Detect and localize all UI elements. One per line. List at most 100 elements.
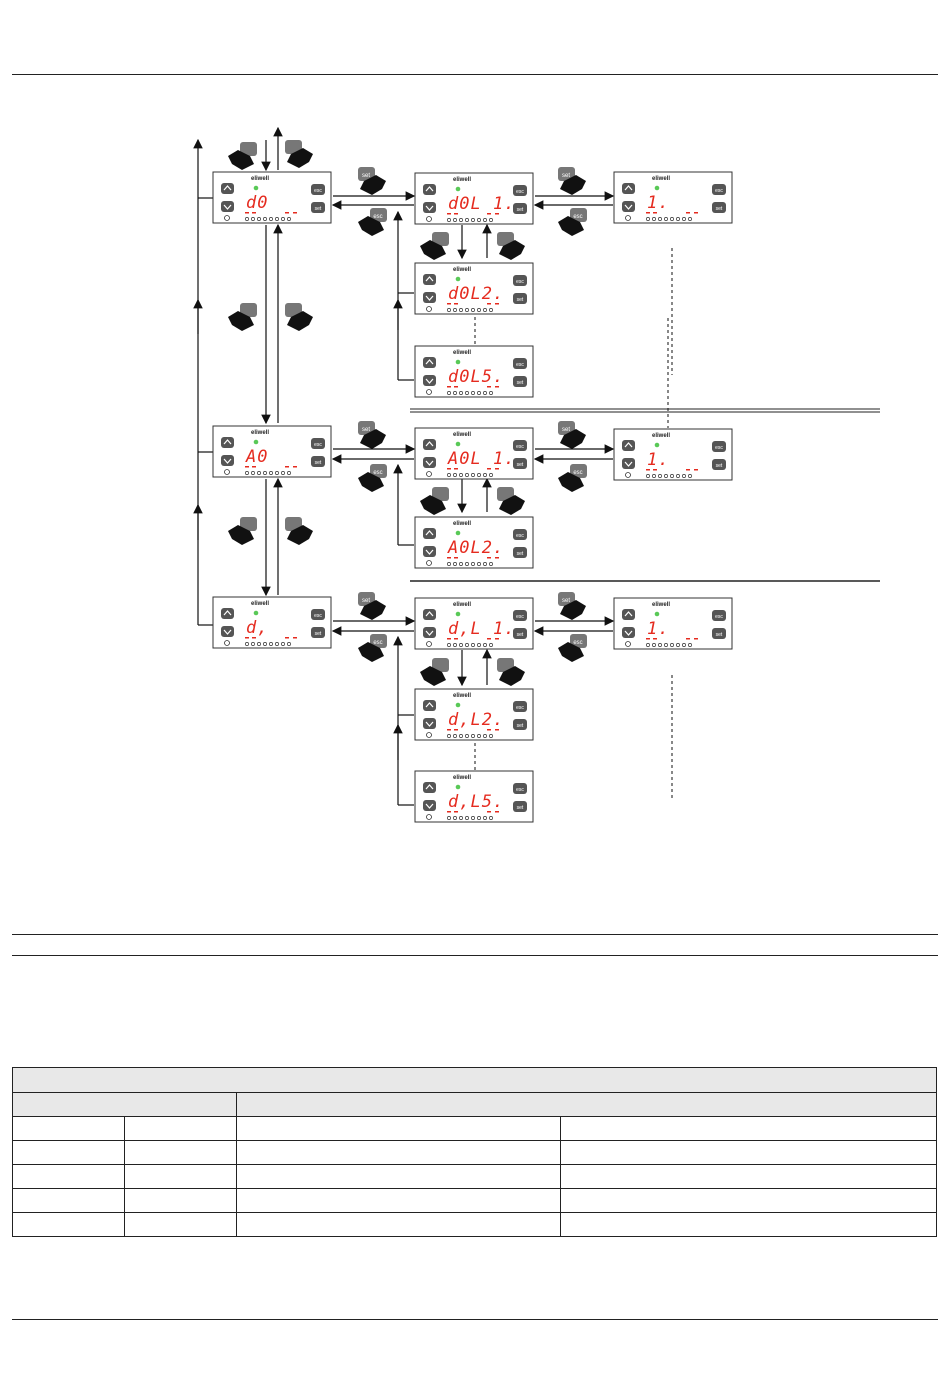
table-cell [124,1116,237,1141]
brand-logo: eliwell [652,433,670,439]
hand-press-icon: set [358,421,386,449]
header-rule [12,74,938,75]
down-key [423,292,436,303]
up-key [423,357,436,368]
set-key [513,376,527,387]
set-key-label: set [315,460,322,466]
esc-key [513,701,527,712]
svg-text:set: set [362,173,370,179]
up-key [423,782,436,793]
down-key [423,375,436,386]
status-led [455,784,461,790]
table-cell [12,1188,125,1213]
hand-press-icon [420,232,449,260]
esc-key-label: esc [516,705,524,711]
svg-text:esc: esc [573,470,582,476]
svg-text:set: set [362,598,370,604]
display-code: 1. [647,619,669,639]
standby-icon [224,469,230,475]
table-row [12,1164,937,1189]
set-key [513,719,527,730]
set-key-label: set [517,462,524,468]
up-key [423,274,436,285]
status-led [455,530,461,536]
set-key [513,628,527,639]
up-key [423,609,436,620]
display-code: 1. [647,193,669,213]
esc-key-label: esc [314,613,322,619]
down-key [221,626,234,637]
section-rule [12,955,938,956]
set-key-label: set [517,805,524,811]
table-cell [236,1116,561,1141]
esc-key [513,275,527,286]
table-cell [12,1116,125,1141]
hand-press-icon [285,140,313,168]
svg-text:esc: esc [373,470,382,476]
status-led [455,702,461,708]
status-led [455,359,461,365]
standby-icon [426,471,432,477]
display-code: d,L2. [448,710,504,730]
table-cell [124,1188,237,1213]
esc-key-label: esc [715,188,723,194]
status-led [253,439,259,445]
esc-key [513,185,527,196]
down-key [423,800,436,811]
brand-logo: eliwell [453,775,471,781]
display-code: d,L5. [448,792,504,812]
display-code: A0L 1. [447,449,515,469]
svg-text:esc: esc [373,214,382,220]
up-key [622,183,635,194]
esc-key [513,529,527,540]
table-cell [12,1212,125,1237]
hand-press-icon [497,487,525,515]
down-key [622,201,635,212]
brand-logo: eliwell [453,267,471,273]
table-row [12,1116,937,1141]
hand-press-icon: set [558,592,586,620]
svg-text:esc: esc [373,640,382,646]
esc-key [712,184,726,195]
hand-press-icon: set [558,167,586,195]
table-cell [560,1212,937,1237]
up-key [423,528,436,539]
up-key [221,608,234,619]
status-led [253,610,259,616]
display-code: 1. [647,450,669,470]
standby-icon [625,641,631,647]
display-code: d0L 1. [448,194,515,214]
table-row [12,1140,937,1165]
hand-press-icon: set [358,167,386,195]
set-key [513,293,527,304]
up-key [221,183,234,194]
hand-press-icon [228,517,257,545]
down-key [423,457,436,468]
table-cell [236,1092,937,1117]
brand-logo: eliwell [453,693,471,699]
hand-press-icon [285,517,313,545]
standby-icon [426,389,432,395]
esc-key [311,438,325,449]
svg-text:esc: esc [573,214,582,220]
parameter-table [12,1067,937,1237]
esc-key-label: esc [314,442,322,448]
hand-press-icon: esc [358,464,387,492]
table-title-row [12,1067,937,1093]
standby-icon [426,216,432,222]
hand-press-icon: set [358,592,386,620]
esc-key [712,441,726,452]
down-key [423,202,436,213]
table-header-row [12,1092,937,1117]
set-key-label: set [517,551,524,557]
table-cell [12,1092,237,1117]
hand-press-icon [228,142,257,170]
set-key [311,456,325,467]
table-cell [560,1188,937,1213]
hand-press-icon [420,487,449,515]
brand-logo: eliwell [453,521,471,527]
